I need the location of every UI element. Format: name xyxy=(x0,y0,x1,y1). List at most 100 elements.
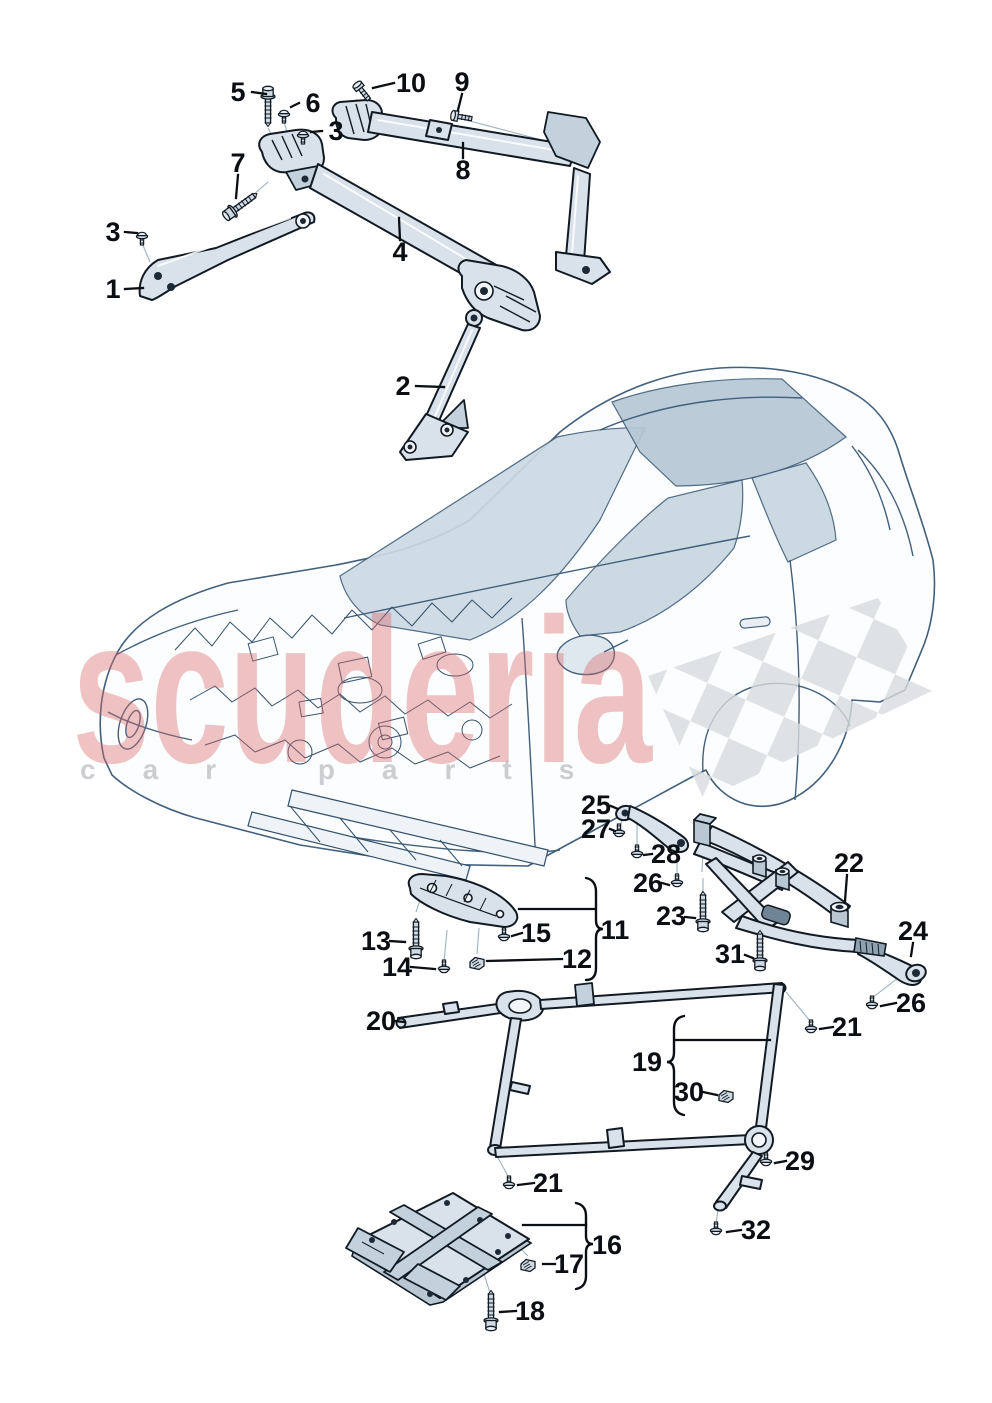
part-number-label-17: 17 xyxy=(554,1249,584,1279)
part-number-label-21: 21 xyxy=(832,1012,862,1042)
part-11-underbody-plate xyxy=(407,873,519,928)
screw-small-icon xyxy=(709,1221,723,1236)
bolt-long-icon xyxy=(483,1289,499,1332)
mirror-stalk xyxy=(603,639,629,653)
part-number-label-32: 32 xyxy=(741,1215,771,1245)
part-number-label-15: 15 xyxy=(521,918,551,948)
sunroof-glass xyxy=(611,378,847,487)
watermark-subtitle: car parts xyxy=(80,754,621,785)
part-number-label-3: 3 xyxy=(105,217,120,247)
screw-small-icon xyxy=(759,1152,773,1167)
part-1-strut-brace-left xyxy=(138,211,316,301)
screw-small-icon xyxy=(804,1019,818,1034)
screw-small-icon xyxy=(670,873,684,888)
door-handle xyxy=(739,616,771,629)
part-number-label-31: 31 xyxy=(715,939,745,969)
part-number-label-24: 24 xyxy=(898,916,928,946)
roof-edge-line xyxy=(599,396,803,431)
part-number-label-3: 3 xyxy=(328,116,343,146)
bolt-med-icon xyxy=(449,109,474,125)
clip-icon xyxy=(520,1258,536,1273)
part-2-diagonal-brace xyxy=(399,309,483,461)
callout-leader-line-31 xyxy=(743,953,755,960)
part-number-label-26: 26 xyxy=(633,868,663,898)
callout-leader-line-14 xyxy=(409,965,437,971)
part-number-label-26: 26 xyxy=(896,988,926,1018)
part-4-front-cross-brace xyxy=(258,128,541,332)
mirror xyxy=(556,634,615,676)
rear-pillar-line xyxy=(851,445,891,531)
part-number-label-29: 29 xyxy=(785,1146,815,1176)
screw-small-icon xyxy=(865,995,879,1010)
callout-leader-line-13 xyxy=(388,939,407,944)
part-25-link xyxy=(615,804,690,854)
callout-leader-line-30 xyxy=(701,1090,719,1097)
callout-leader-line-12 xyxy=(485,957,564,963)
callout-leader-line-24 xyxy=(909,941,915,958)
part-number-label-7: 7 xyxy=(230,148,245,178)
beltline-crease xyxy=(343,535,751,619)
bolt-long-icon xyxy=(219,187,262,224)
part-number-label-30: 30 xyxy=(674,1077,704,1107)
callout-leader-line-7 xyxy=(234,173,240,200)
callout-leader-line-3 xyxy=(123,230,139,235)
callout-leader-line-32 xyxy=(725,1228,743,1234)
callout-leader-line-22 xyxy=(843,873,849,903)
callout-leader-line-26 xyxy=(879,1001,898,1008)
part-number-label-16: 16 xyxy=(592,1230,622,1260)
part-number-label-13: 13 xyxy=(361,926,391,956)
part-number-label-1: 1 xyxy=(105,274,120,304)
front-structure-detail xyxy=(174,597,549,881)
callout-leader-line-28 xyxy=(642,852,654,857)
callout-leader-line-18 xyxy=(498,1309,518,1314)
part-number-label-22: 22 xyxy=(834,848,864,878)
callout-leader-line-1 xyxy=(123,286,145,291)
part-19-frame-assembly xyxy=(395,982,787,1212)
callout-leader-line-6 xyxy=(289,101,301,109)
part-number-label-9: 9 xyxy=(454,67,469,97)
part-number-label-12: 12 xyxy=(562,944,592,974)
bumper-crease xyxy=(107,711,193,741)
part-number-label-21: 21 xyxy=(533,1168,563,1198)
callout-leader-line-27 xyxy=(608,827,617,833)
watermark-brand: scuderia xyxy=(72,576,653,806)
part-number-label-18: 18 xyxy=(515,1296,545,1326)
callout-leader-line-10 xyxy=(371,81,396,90)
part-number-label-4: 4 xyxy=(392,237,407,267)
part-number-label-19: 19 xyxy=(632,1047,662,1077)
door-shutline-front xyxy=(521,617,537,865)
clip-icon xyxy=(718,1089,734,1104)
callout-leader-line-2 xyxy=(414,384,446,389)
part-number-label-27: 27 xyxy=(581,814,611,844)
callout-leader-line-3 xyxy=(309,129,324,134)
clip-icon xyxy=(469,956,485,971)
part-16-shield-plate xyxy=(345,1192,533,1306)
exploded-parts xyxy=(135,79,927,1332)
part-number-label-14: 14 xyxy=(382,952,412,982)
group-brackets xyxy=(517,876,772,1291)
bolt-long-icon xyxy=(695,890,711,933)
callout-leader-line-23 xyxy=(683,915,697,920)
quarter-window-glass xyxy=(751,462,837,563)
watermark: scuderia car parts xyxy=(72,576,934,806)
part-number-label-11: 11 xyxy=(601,915,630,945)
callout-leader-line-29 xyxy=(773,1159,788,1165)
part-number-label-23: 23 xyxy=(656,901,686,931)
callout-leader-line-5 xyxy=(250,90,268,96)
bolt-med-icon xyxy=(351,79,374,104)
callout-leader-line-9 xyxy=(456,92,464,112)
screw-small-icon xyxy=(277,109,291,124)
callout-leader-line-26 xyxy=(660,881,671,887)
callout-leader-line-4 xyxy=(397,216,402,242)
fender-inner-edge xyxy=(115,609,239,656)
door-window-glass xyxy=(565,479,744,637)
screw-small-icon xyxy=(497,927,511,942)
part-number-label-8: 8 xyxy=(455,155,470,185)
part-number-label-28: 28 xyxy=(651,839,681,869)
part-8-strut-brace-right xyxy=(331,99,611,285)
screw-small-icon xyxy=(135,231,149,246)
screw-small-icon xyxy=(630,844,644,859)
callout-leader-line-15 xyxy=(510,931,524,938)
